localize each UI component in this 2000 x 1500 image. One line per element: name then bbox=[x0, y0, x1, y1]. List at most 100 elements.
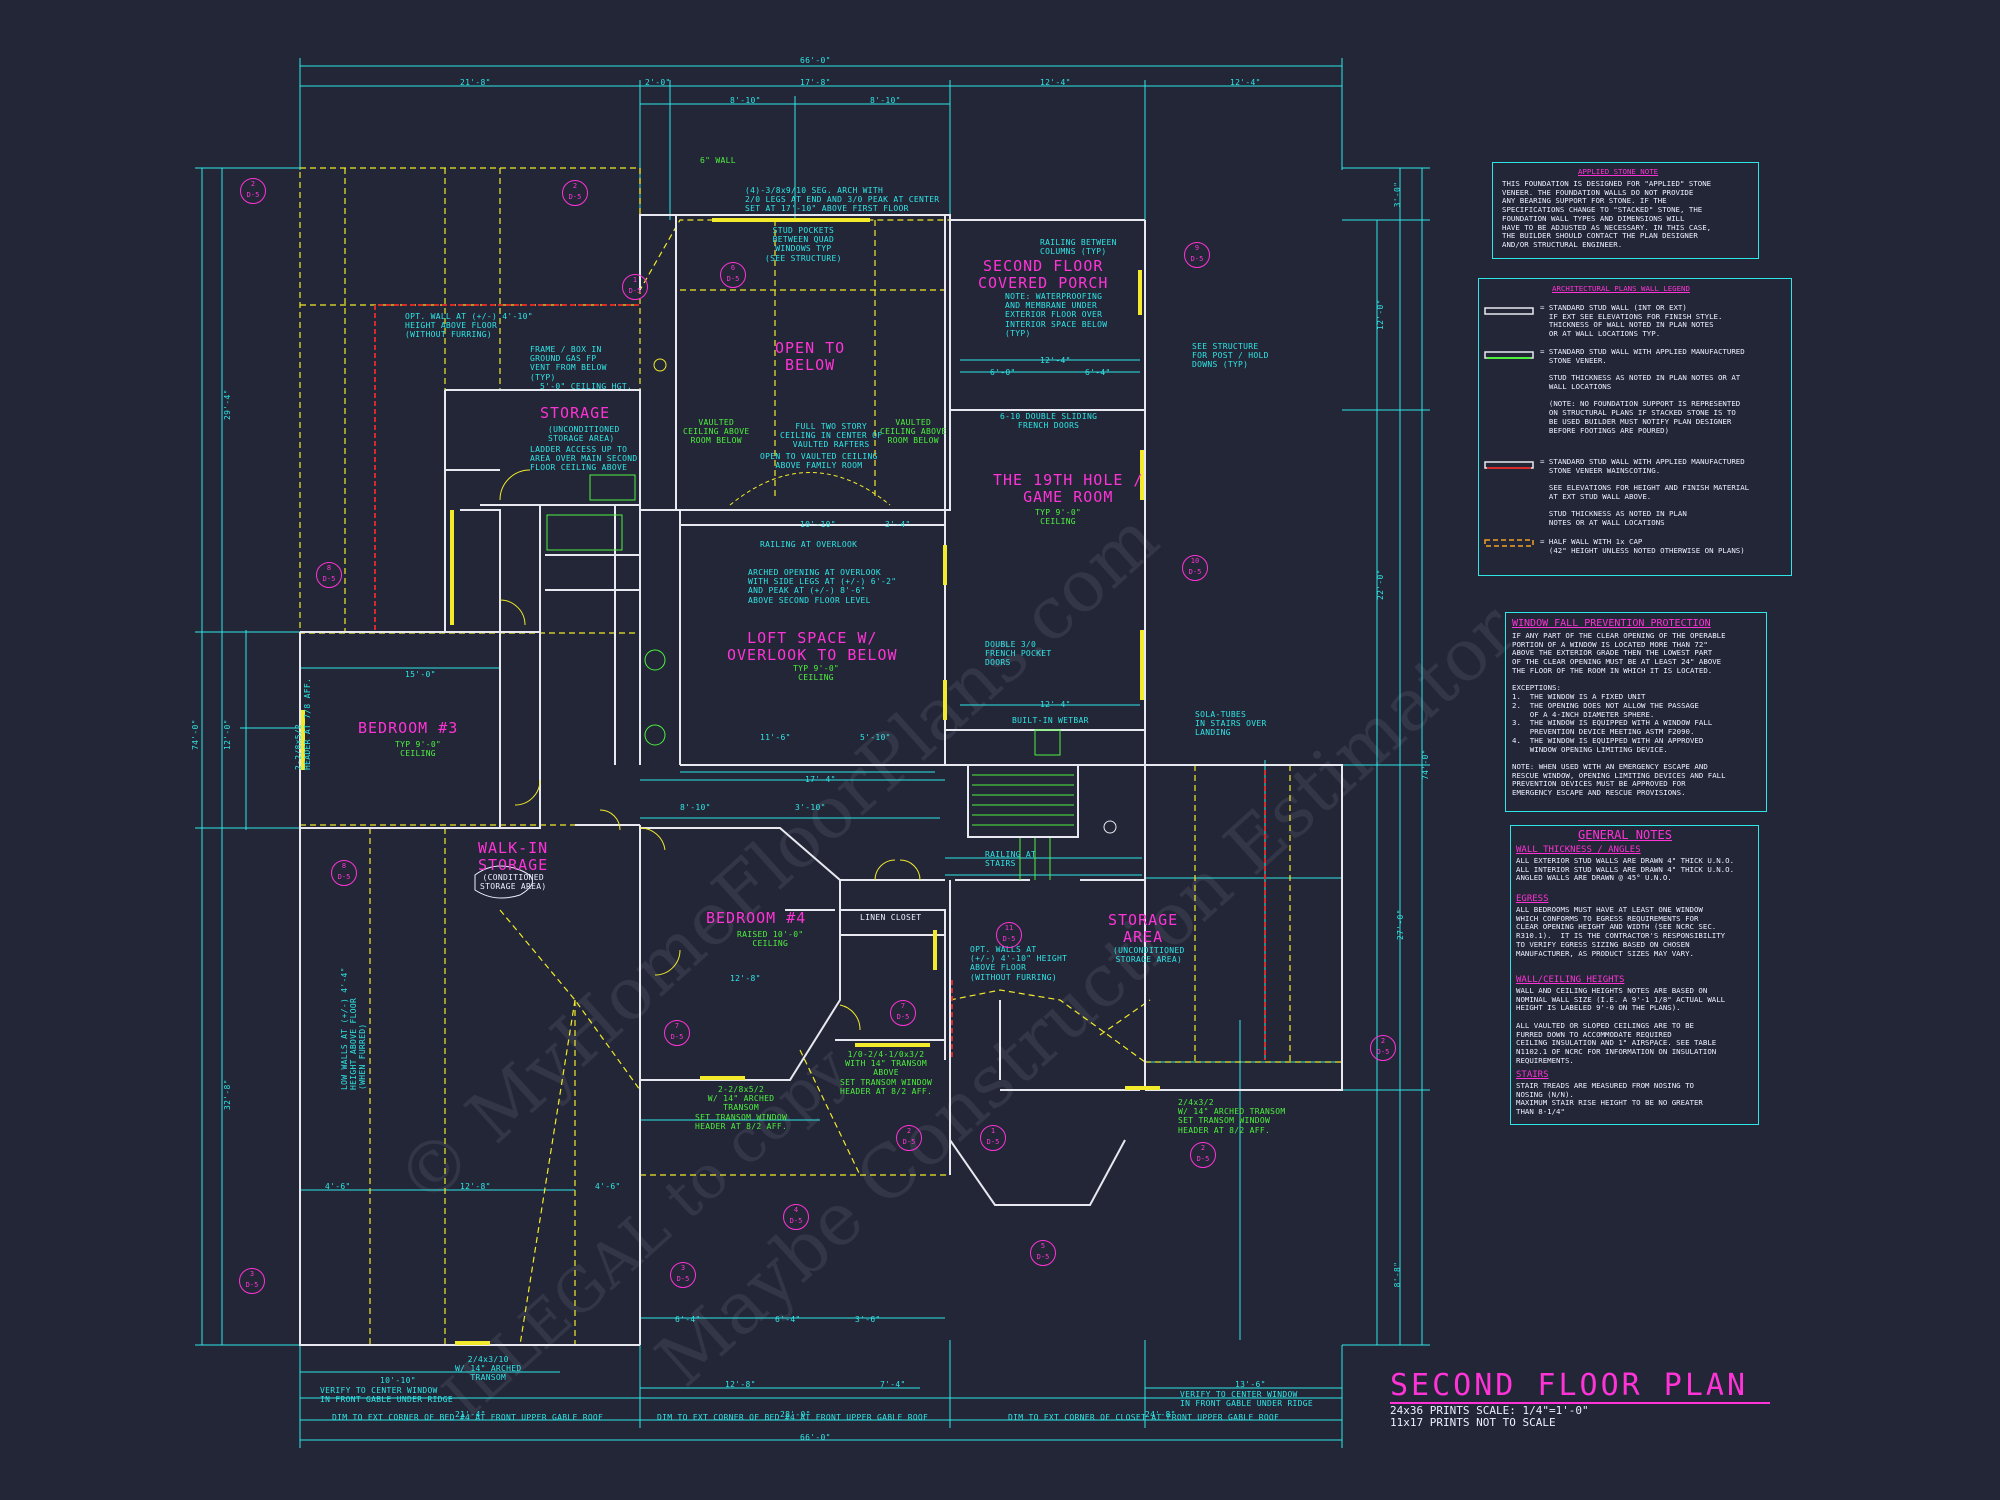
dim-top-segment: 2'-0" bbox=[645, 78, 671, 87]
note-arched-bottom: 2/4x3/10 W/ 14" ARCHED TRANSOM bbox=[455, 1355, 522, 1383]
dim-left-segment: 32'-8" bbox=[222, 1079, 232, 1110]
note-railing-columns: RAILING BETWEEN COLUMNS (TYP) bbox=[1040, 238, 1117, 257]
dim-overall-bottom: 66'-0" bbox=[800, 1433, 831, 1442]
note-transom-bed4: 1/0-2/4-1/0x3/2 WITH 14" TRANSOM ABOVE S… bbox=[840, 1050, 933, 1096]
room-sub-storage: (UNCONDITIONED STORAGE AREA) bbox=[548, 425, 620, 444]
sheet-title: SECOND FLOOR PLAN bbox=[1390, 1368, 1749, 1403]
windows bbox=[301, 218, 1160, 1345]
arches-and-doors bbox=[499, 358, 1117, 1031]
general-notes-subheading: STAIRS bbox=[1516, 1070, 1549, 1080]
dim-left-overall: 74'-0" bbox=[190, 719, 200, 750]
room-ceiling-loft: TYP 9'-0" CEILING bbox=[793, 664, 840, 683]
dim-left-segment: 29'-4" bbox=[222, 389, 232, 420]
room-label-loft: LOFT SPACE W/ OVERLOOK TO BELOW bbox=[727, 629, 898, 665]
stone-note-heading: APPLIED STONE NOTE bbox=[1578, 167, 1659, 176]
dim-interior: 10'-10" bbox=[800, 520, 836, 529]
note-dim-ext: DIM TO EXT CORNER OF BED #4 AT FRONT UPP… bbox=[332, 1413, 604, 1422]
scale-11x17: 11x17 PRINTS NOT TO SCALE bbox=[1390, 1416, 1556, 1429]
stone-note-body: THIS FOUNDATION IS DESIGNED FOR "APPLIED… bbox=[1502, 179, 1712, 250]
dim-right-segment: 27'-0" bbox=[1395, 909, 1405, 940]
note-arched-bed4: 2-2/8x5/2 W/ 14" ARCHED TRANSOM SET TRAN… bbox=[695, 1085, 788, 1131]
dim-interior: 12'-4" bbox=[1040, 700, 1071, 709]
dim-overall-top: 66'-0" bbox=[800, 56, 831, 65]
room-label-bedroom-4: BEDROOM #4 bbox=[706, 909, 807, 927]
dim-interior: 6'-0" bbox=[990, 368, 1016, 377]
dim-bottom-sub: 7'-4" bbox=[880, 1380, 906, 1389]
dim-interior: 11'-6" bbox=[760, 733, 791, 742]
dim-interior: 15'-0" bbox=[405, 670, 436, 679]
dim-interior: 12'-8" bbox=[730, 974, 761, 983]
note-stud-pockets: STUD POCKETS BETWEEN QUAD WINDOWS TYP (S… bbox=[765, 226, 842, 263]
note-header-left: 2-2/8x5/2 HEADER AT 7/8 AFF. bbox=[294, 677, 313, 770]
dim-interior: 17'-4" bbox=[805, 775, 836, 784]
dim-top-segment: 17'-8" bbox=[800, 78, 831, 87]
walls bbox=[299, 214, 1343, 1346]
room-ceiling-bedroom-3: TYP 9'-0" CEILING bbox=[395, 740, 442, 759]
note-verify-right: VERIFY TO CENTER WINDOW IN FRONT GABLE U… bbox=[1180, 1390, 1314, 1409]
dim-interior: 5'-10" bbox=[860, 733, 891, 742]
wall-legend-item: = STANDARD STUD WALL WITH APPLIED MANUFA… bbox=[1540, 347, 1745, 435]
note-dim-ext: DIM TO EXT CORNER OF CLOSET AT FRONT UPP… bbox=[1008, 1413, 1280, 1422]
window-fall-body: IF ANY PART OF THE CLEAR OPENING OF THE … bbox=[1512, 631, 1726, 798]
dim-bottom-segment: 28'-0" bbox=[780, 1410, 811, 1419]
wall-legend-heading: ARCHITECTURAL PLANS WALL LEGEND bbox=[1552, 284, 1690, 293]
dim-left-segment: 12'-0" bbox=[222, 719, 232, 750]
general-notes-body: WALL AND CEILING HEIGHTS NOTES ARE BASED… bbox=[1516, 986, 1726, 1065]
dim-bottom-sub: 10'-10" bbox=[380, 1376, 416, 1385]
note-frame-box: FRAME / BOX IN GROUND GAS FP VENT FROM B… bbox=[530, 345, 607, 382]
note-vaulted-left: VAULTED CEILING ABOVE ROOM BELOW bbox=[683, 418, 750, 446]
dim-right-segment: 3'-0" bbox=[1393, 181, 1403, 208]
note-wetbar: BUILT-IN WETBAR bbox=[1012, 716, 1089, 725]
note-railing-stairs: RAILING AT STAIRS bbox=[985, 850, 1037, 869]
note-open-vaulted: OPEN TO VAULTED CEILING ABOVE FAMILY ROO… bbox=[760, 452, 878, 471]
dim-bottom-sub: 12'-8" bbox=[725, 1380, 756, 1389]
general-notes-body: ALL EXTERIOR STUD WALLS ARE DRAWN 4" THI… bbox=[1516, 856, 1735, 883]
dim-bottom-segment: 21'-4" bbox=[455, 1410, 486, 1419]
dim-interior: 4'-6" bbox=[325, 1182, 351, 1191]
general-notes-body: STAIR TREADS ARE MEASURED FROM NOSING TO… bbox=[1516, 1081, 1703, 1117]
dim-interior: 12'-4" bbox=[1040, 356, 1071, 365]
note-dim-ext: DIM TO EXT CORNER OF BED #4 AT FRONT UPP… bbox=[657, 1413, 929, 1422]
note-opt-wall-top: OPT. WALL AT (+/-) 4'-10" HEIGHT ABOVE F… bbox=[405, 312, 533, 340]
dim-interior: 3'-6" bbox=[855, 1315, 881, 1324]
note-arched-right: 2/4x3/2 W/ 14" ARCHED TRANSOM SET TRANSO… bbox=[1178, 1098, 1286, 1135]
scale-24x36: 24x36 PRINTS SCALE: 1/4"=1'-0" bbox=[1390, 1404, 1589, 1417]
room-label-game-room: THE 19TH HOLE / GAME ROOM bbox=[993, 471, 1144, 507]
wall-legend-box bbox=[1478, 278, 1792, 576]
note-6in-wall: 6" WALL bbox=[700, 156, 736, 165]
stair-treads bbox=[546, 474, 1074, 880]
note-railing-overlook: RAILING AT OVERLOOK bbox=[760, 540, 858, 549]
wall-legend-item: = STANDARD STUD WALL (INT OR EXT) IF EXT… bbox=[1540, 303, 1723, 339]
note-porch: NOTE: WATERPROOFING AND MEMBRANE UNDER E… bbox=[1005, 292, 1108, 338]
room-label-storage-area: STORAGE AREA bbox=[1108, 911, 1179, 947]
note-sola-tubes: SOLA-TUBES IN STAIRS OVER LANDING bbox=[1195, 710, 1267, 738]
room-label-linen: LINEN CLOSET bbox=[860, 913, 922, 922]
dim-right-segment: 8'-8" bbox=[1393, 1261, 1403, 1288]
window-fall-box bbox=[1505, 612, 1767, 812]
dim-interior: 3'-4" bbox=[885, 520, 911, 529]
note-ladder: LADDER ACCESS UP TO AREA OVER MAIN SECON… bbox=[530, 445, 638, 473]
note-arched-opening: ARCHED OPENING AT OVERLOOK WITH SIDE LEG… bbox=[748, 568, 897, 605]
general-notes-box bbox=[1510, 825, 1759, 1125]
room-label-walk-in: WALK-IN STORAGE bbox=[478, 839, 549, 875]
